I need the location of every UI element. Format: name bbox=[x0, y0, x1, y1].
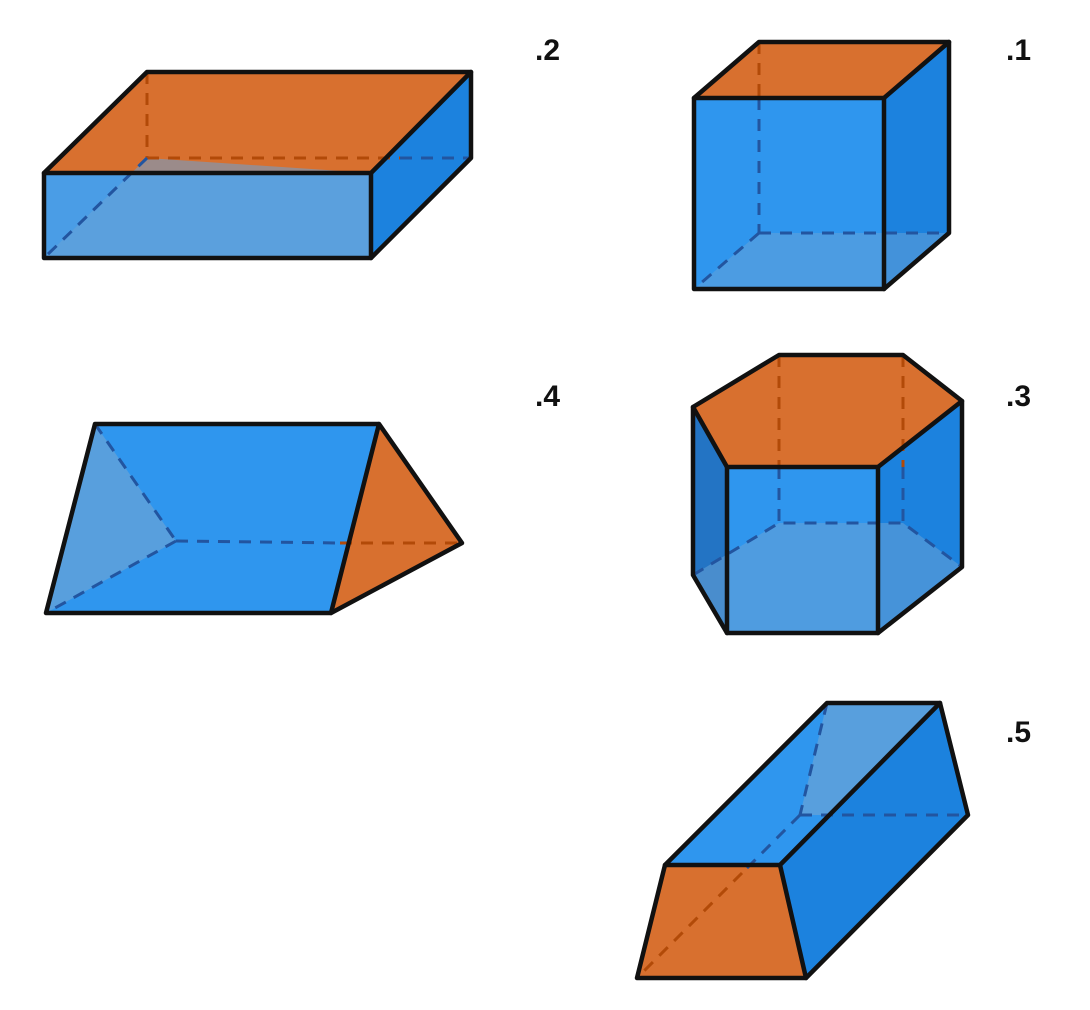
rectangular-prism-front-face-lower bbox=[44, 158, 371, 258]
trapezoidal-prism-right-face bbox=[780, 703, 968, 978]
trapezoidal-prism-trapezoid-face bbox=[637, 865, 806, 978]
trapezoidal-prism-shape bbox=[634, 700, 971, 981]
cube-right-face bbox=[884, 42, 949, 289]
triangular-prism-shape bbox=[43, 421, 465, 616]
triangular-prism-triangle-face bbox=[331, 424, 462, 613]
rectangular-prism-top-face bbox=[44, 72, 471, 173]
shape-2-number-label: .2 bbox=[535, 34, 561, 67]
hexagonal-prism-top-face bbox=[693, 355, 962, 467]
triangular-prism-left-shade bbox=[46, 424, 176, 613]
shape-5-number-label: .5 bbox=[1006, 716, 1032, 749]
shape-4-number-label: .4 bbox=[535, 380, 561, 413]
shape-3-number-label: .3 bbox=[1006, 380, 1032, 413]
shape-1-number-label: .1 bbox=[1006, 34, 1032, 67]
hexagonal-prism-bottom-shade bbox=[693, 523, 962, 633]
hexagonal-prism-shape bbox=[690, 352, 965, 636]
cube-shape bbox=[691, 39, 952, 292]
rectangular-prism-right-face bbox=[371, 72, 471, 258]
rectangular-prism-shape bbox=[41, 69, 474, 261]
